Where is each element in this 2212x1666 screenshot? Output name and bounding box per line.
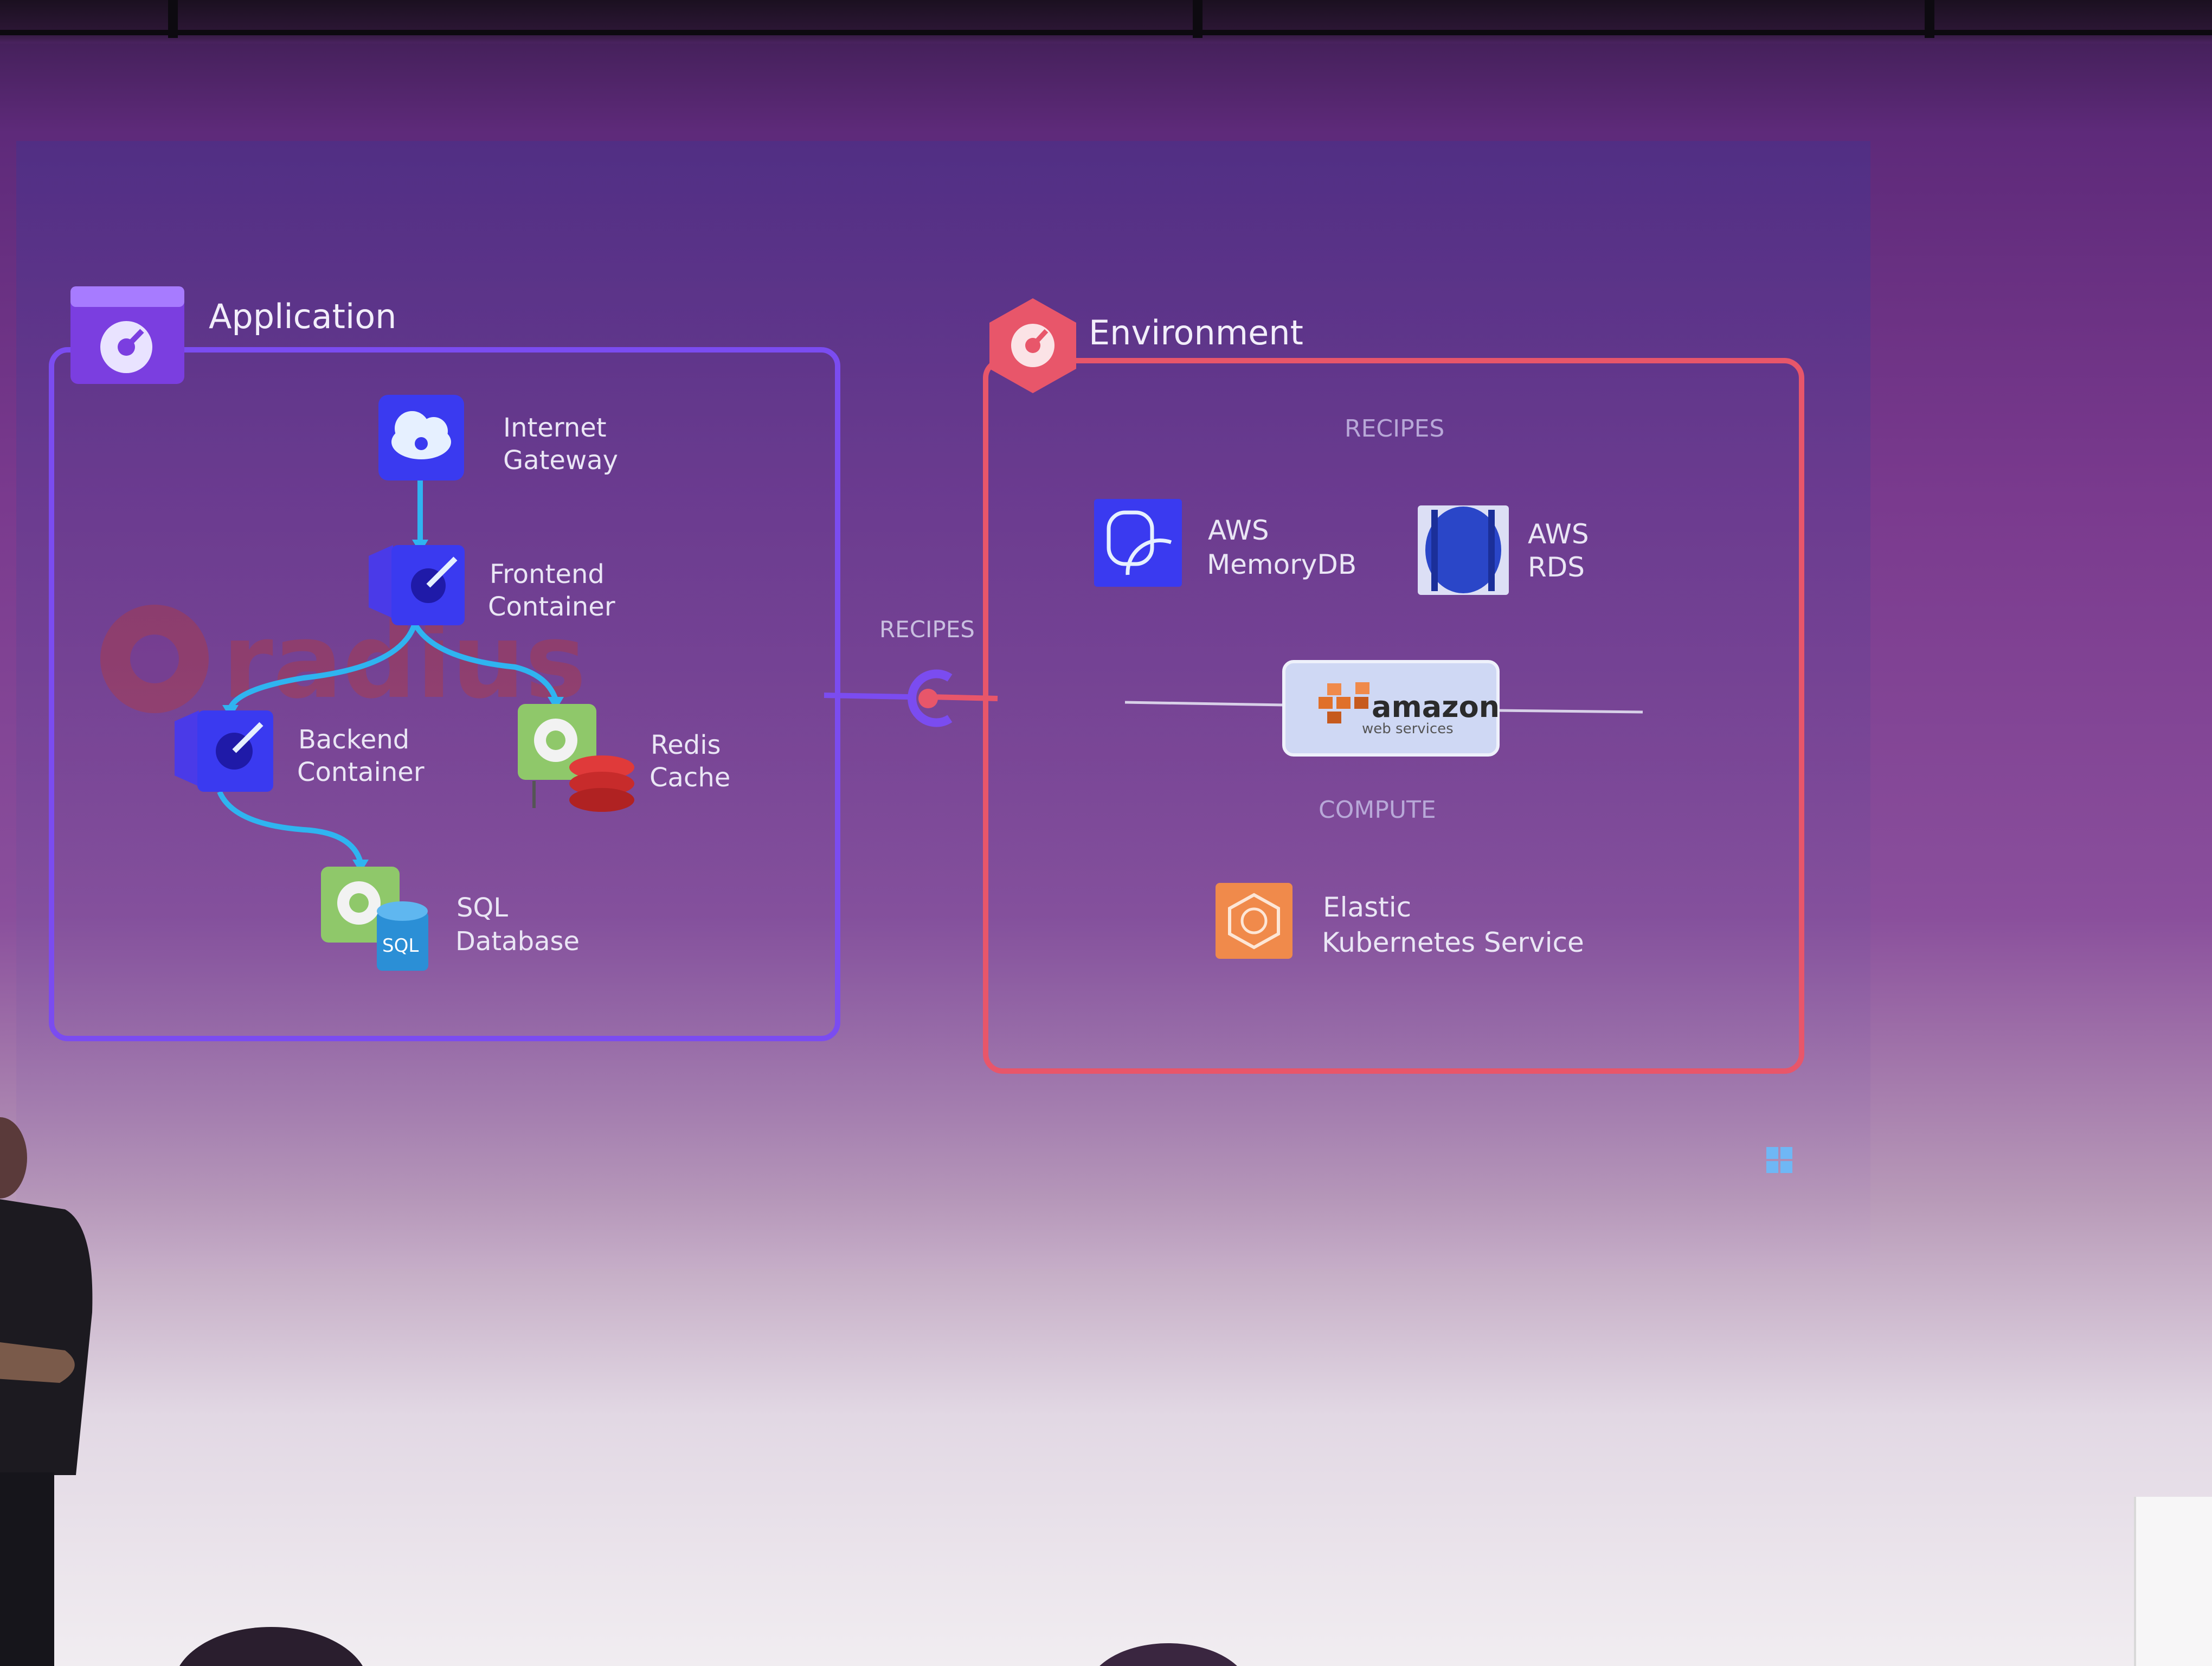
truss-bar: [0, 30, 2212, 35]
aws-divider-left: [1124, 701, 1285, 707]
rds-icon: [1418, 505, 1509, 595]
rds-label-1: AWS: [1528, 518, 1589, 550]
environment-icon: [989, 298, 1076, 393]
dependency-arrows: [217, 477, 558, 863]
internet-gateway-label-2: Gateway: [503, 445, 618, 476]
truss-post: [1193, 0, 1203, 38]
application-title: Application: [209, 297, 396, 336]
environment-recipes-heading: RECIPES: [1345, 415, 1444, 443]
environment-compute-heading: COMPUTE: [1319, 796, 1436, 824]
environment-box: [983, 358, 1804, 1074]
aws-logo-word: amazon: [1372, 690, 1500, 724]
ceiling-truss: [0, 0, 2212, 43]
redis-cache-label-2: Cache: [650, 762, 730, 793]
redis-cache-icon: [518, 704, 634, 812]
backend-container-label-2: Container: [297, 757, 425, 787]
presenter-silhouette: [0, 1117, 93, 1666]
memorydb-label-1: AWS: [1208, 515, 1269, 546]
audience-head: [179, 1627, 363, 1666]
eks-label-1: Elastic: [1323, 892, 1411, 923]
application-icon: [70, 286, 184, 384]
rds-label-2: RDS: [1528, 552, 1585, 583]
sql-badge-text: SQL: [382, 935, 419, 957]
memorydb-label-2: MemoryDB: [1207, 549, 1356, 580]
sql-database-icon: SQL: [321, 867, 428, 971]
sql-database-label-1: SQL: [456, 893, 508, 923]
connector-plug: [918, 689, 938, 708]
internet-gateway-icon: [378, 395, 464, 480]
internet-gateway-label-1: Internet: [503, 413, 607, 443]
memorydb-icon: [1094, 499, 1182, 587]
aws-divider-right: [1496, 709, 1643, 714]
audience-head: [1099, 1643, 1237, 1666]
eks-icon: [1216, 883, 1293, 959]
redis-cache-label-1: Redis: [651, 730, 721, 760]
frontend-container-icon: [369, 545, 465, 625]
connector-label: RECIPES: [879, 616, 975, 643]
eks-label-2: Kubernetes Service: [1322, 927, 1584, 958]
connector-app-line: [824, 693, 909, 700]
frontend-container-label-2: Container: [488, 592, 615, 622]
projection-screen: [16, 141, 1870, 1269]
backend-container-icon: [175, 710, 273, 792]
sql-database-label-2: Database: [455, 926, 580, 957]
truss-post: [168, 0, 178, 38]
environment-title: Environment: [1089, 313, 1303, 353]
backend-container-label-1: Backend: [298, 725, 409, 755]
aws-logo: amazon web services: [1282, 660, 1500, 757]
windows-logo-icon: [1766, 1147, 1792, 1173]
frontend-container-label-1: Frontend: [490, 559, 605, 589]
stage-equipment: [2134, 1497, 2212, 1666]
radius-watermark: radius: [100, 601, 586, 721]
aws-logo-subtitle: web services: [1362, 721, 1454, 737]
truss-post: [1925, 0, 1934, 38]
connector-socket: [908, 669, 953, 727]
